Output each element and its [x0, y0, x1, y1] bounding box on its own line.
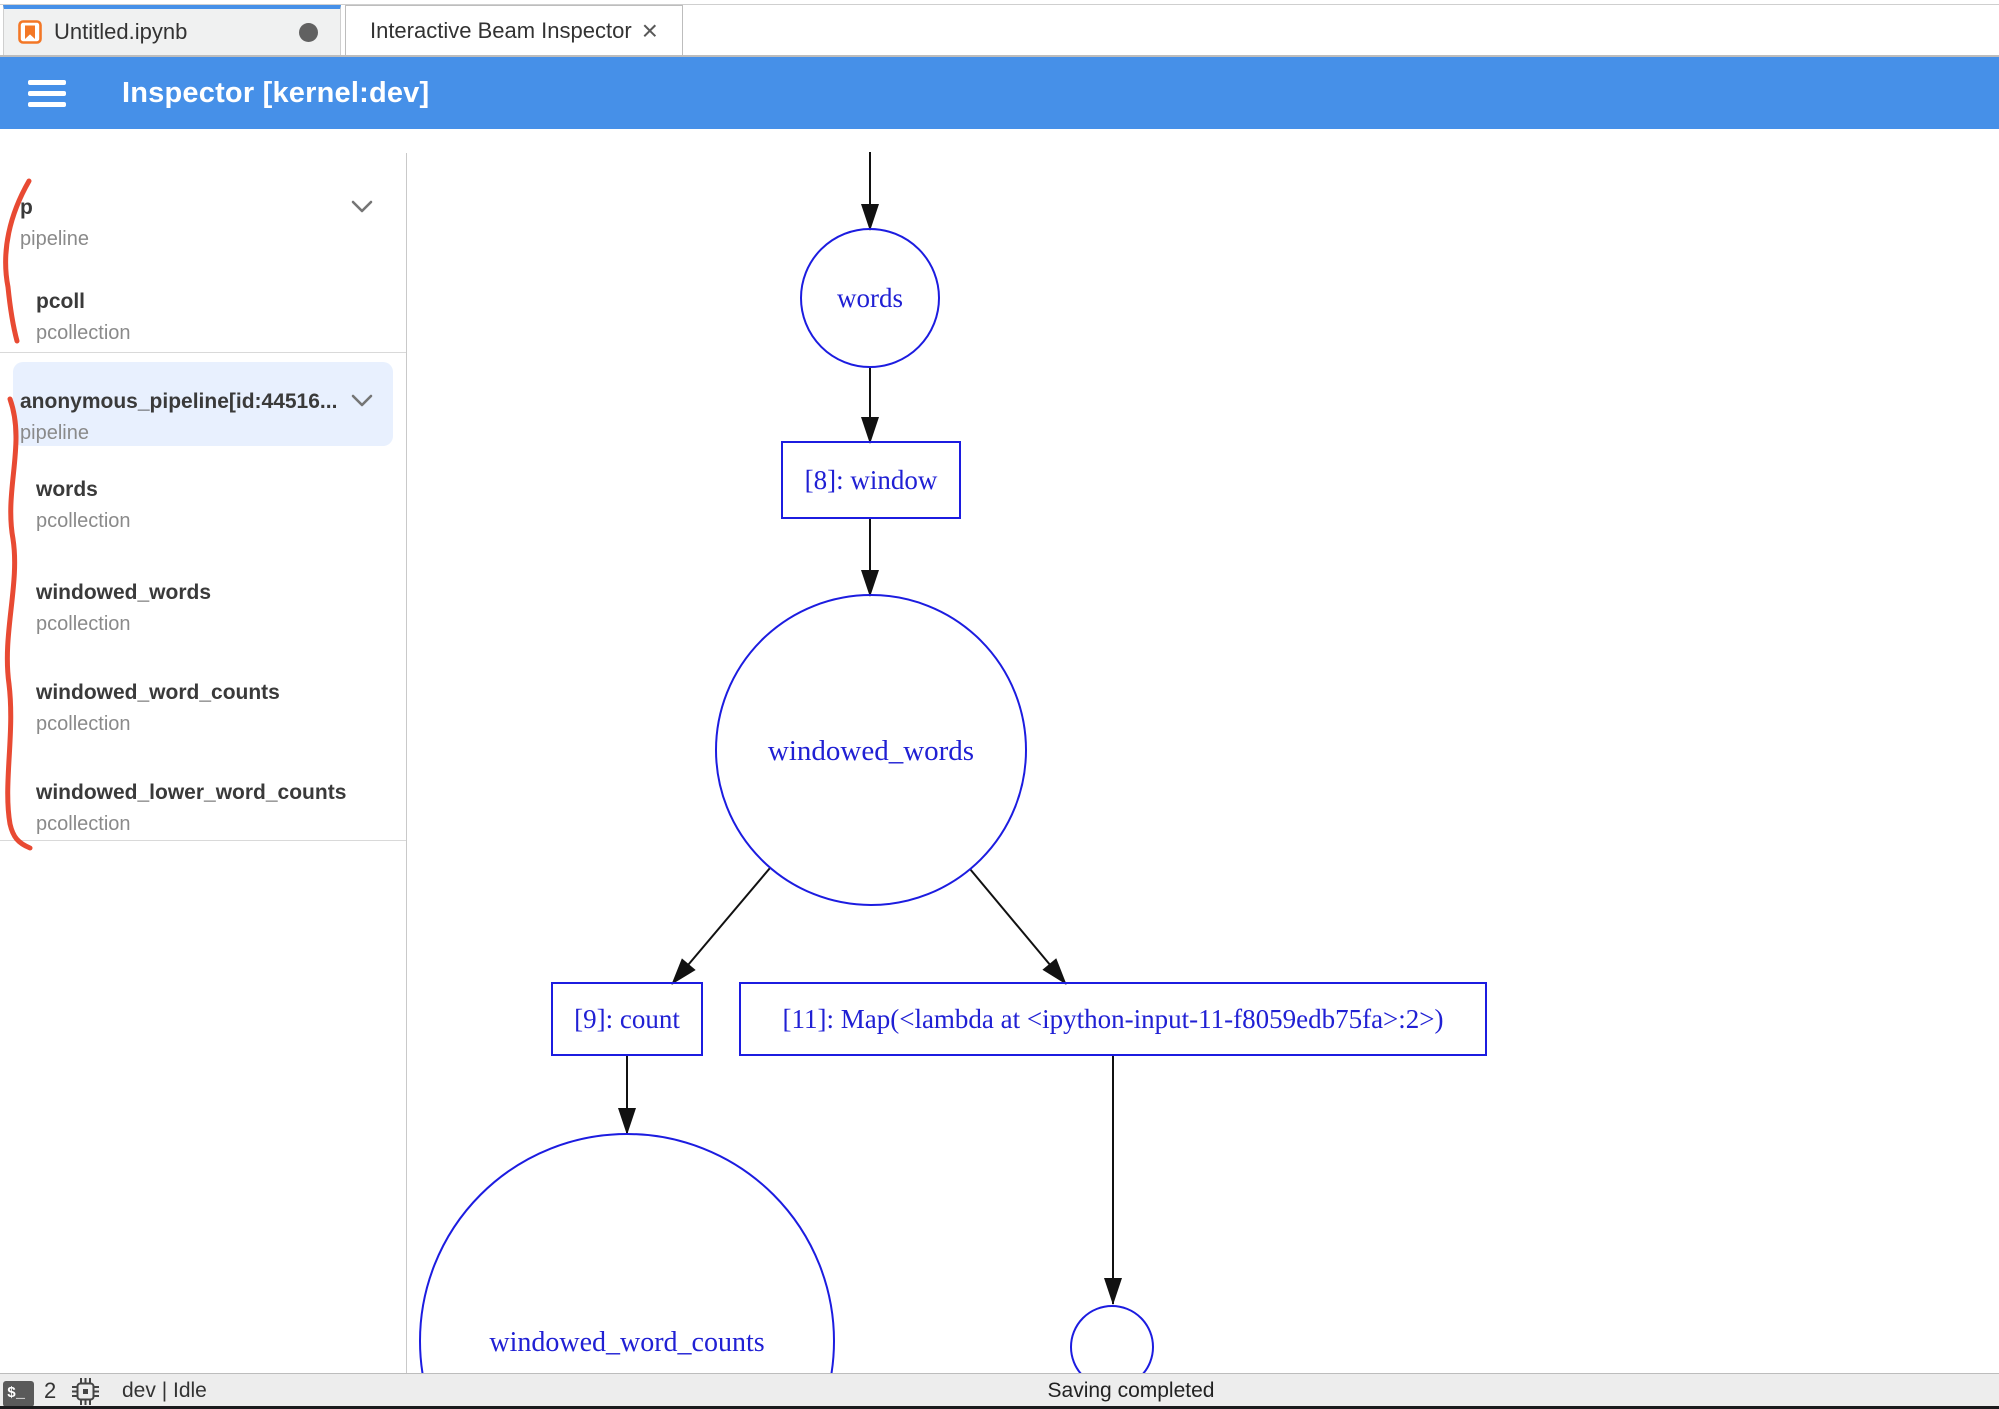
sidebar-item-p[interactable]: p pipeline: [20, 193, 392, 254]
node-windowed-word-counts: [419, 1133, 835, 1373]
edge-windowed-words-to-count: [671, 867, 771, 985]
sidebar-item-anonymous-pipeline[interactable]: anonymous_pipeline[id:44516... pipeline: [20, 387, 392, 448]
tab-label: Untitled.ipynb: [54, 19, 188, 44]
sidebar-item-words[interactable]: words pcollection: [36, 475, 392, 536]
tab-bar: Untitled.ipynb Interactive Beam Inspecto…: [0, 5, 1999, 57]
tab-untitled-notebook[interactable]: Untitled.ipynb: [3, 5, 341, 55]
edge-windowed-words-to-map: [969, 868, 1067, 985]
pcollection-type: pcollection: [36, 510, 131, 532]
pcollection-name: words: [36, 478, 98, 501]
graph-panel: words [8]: window windowed_words [9]: co…: [407, 129, 1999, 1373]
window-top-border: [0, 4, 1999, 5]
pcollection-name: windowed_word_counts: [36, 681, 280, 704]
sidebar-item-pcoll[interactable]: pcoll pcollection: [36, 287, 392, 348]
node-map-transform: [739, 982, 1487, 1056]
node-window-transform: [781, 441, 961, 519]
panel-divider[interactable]: [406, 153, 407, 1373]
node-windowed-words: [715, 594, 1027, 906]
terminal-icon[interactable]: $_: [3, 1381, 34, 1407]
chevron-down-icon[interactable]: [350, 198, 374, 216]
inspector-header: Inspector [kernel:dev]: [0, 57, 1999, 129]
pipeline-graph: words [8]: window windowed_words [9]: co…: [419, 152, 1487, 1373]
pipeline-name: p: [20, 196, 33, 219]
pcollection-name: windowed_words: [36, 581, 212, 604]
pcollection-type: pcollection: [36, 713, 131, 735]
pipeline-type: pipeline: [20, 422, 89, 444]
pipeline-group-anonymous: anonymous_pipeline[id:44516... pipeline …: [0, 353, 406, 841]
sidebar-item-windowed-lower-word-counts[interactable]: windowed_lower_word_counts pcollection: [36, 778, 392, 839]
node-words: [800, 228, 940, 368]
pipeline-name: anonymous_pipeline[id:44516...: [20, 390, 338, 413]
pcollection-name: windowed_lower_word_counts: [36, 781, 347, 804]
node-count-transform: [551, 982, 703, 1056]
node-label: [9]: count: [574, 1004, 680, 1034]
selected-item-highlight: [13, 362, 393, 446]
node-label: windowed_word_counts: [489, 1327, 764, 1358]
kernel-status: dev | Idle: [122, 1379, 207, 1402]
save-status-message: Saving completed: [1047, 1379, 1215, 1402]
pcollection-type: pcollection: [36, 322, 131, 344]
menu-icon[interactable]: [28, 79, 66, 107]
pipeline-type: pipeline: [20, 228, 89, 250]
kernel-chip-icon[interactable]: [72, 1378, 99, 1405]
close-icon[interactable]: ×: [641, 14, 659, 46]
pcollection-type: pcollection: [36, 613, 131, 635]
window-bottom-border: [0, 1406, 1999, 1409]
node-label: words: [837, 283, 903, 313]
pcollection-name: pcoll: [36, 290, 86, 313]
unsaved-changes-dot: [299, 22, 318, 42]
pcollection-type: pcollection: [36, 813, 131, 835]
chevron-down-icon[interactable]: [350, 392, 374, 410]
status-bar: $_ 2 dev | Idle Saving completed: [0, 1373, 1999, 1409]
node-label: windowed_words: [768, 735, 974, 767]
pipeline-group-p: p pipeline pcoll pcollection: [0, 155, 406, 353]
notebook-icon: [18, 20, 42, 44]
node-label: [8]: window: [805, 465, 938, 495]
page-title: Inspector [kernel:dev]: [122, 76, 430, 109]
terminal-count: 2: [44, 1378, 57, 1403]
tab-label: Interactive Beam Inspector: [369, 17, 632, 43]
tab-beam-inspector[interactable]: Interactive Beam Inspector ×: [345, 5, 683, 55]
sidebar-item-windowed-word-counts[interactable]: windowed_word_counts pcollection: [36, 678, 392, 739]
node-windowed-lower-word-counts: [1070, 1305, 1154, 1373]
node-label: [11]: Map(<lambda at <ipython-input-11-f…: [783, 1004, 1444, 1034]
sidebar-item-windowed-words[interactable]: windowed_words pcollection: [36, 578, 392, 639]
